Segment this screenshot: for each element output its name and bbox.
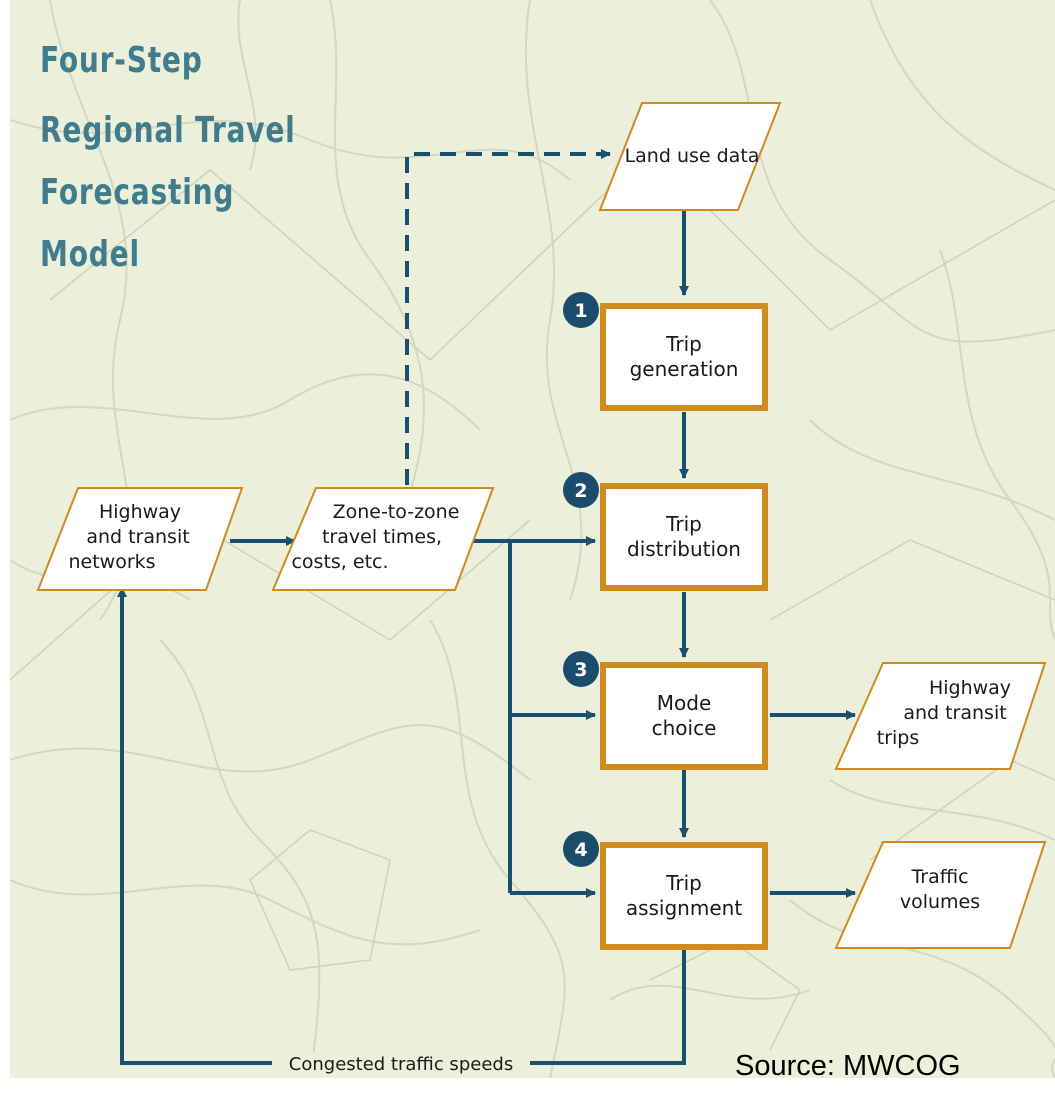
step-badge-3	[563, 651, 599, 687]
zone-to-zone-label-2: travel times,	[322, 526, 442, 548]
traffic-volumes-label-2: volumes	[900, 891, 980, 913]
node-highway-transit-networks	[36, 487, 244, 591]
step-3-label-1: Mode	[657, 691, 712, 715]
step-4-label-2: assignment	[626, 896, 742, 920]
step-badge-4	[563, 831, 599, 867]
networks-label-1: Highway	[99, 501, 181, 523]
arrow-dashed-zone-to-landuse	[405, 149, 611, 485]
flowchart: 1 2 3 4 Congested traffic speeds Land us…	[36, 102, 1047, 1077]
step-badge-1	[563, 292, 599, 328]
step-box-2	[600, 483, 768, 591]
step-3-label-2: choice	[652, 716, 717, 740]
step-number-4: 4	[574, 839, 587, 861]
feedback-label: Congested traffic speeds	[289, 1054, 513, 1075]
step-box-4	[600, 842, 768, 950]
diagram-panel: Four-Step Regional Travel Forecasting Mo…	[10, 0, 1055, 1078]
zone-to-zone-label-3: costs, etc.	[291, 551, 388, 573]
title-line-4: Model	[40, 234, 140, 275]
step-1-label-1: Trip	[665, 332, 702, 356]
step-1-label-2: generation	[630, 357, 739, 381]
title-line-2: Regional Travel	[40, 110, 296, 151]
title-line-1: Four-Step	[40, 40, 203, 81]
zone-to-zone-label-1: Zone-to-zone	[333, 501, 460, 523]
line-feedback-from-assignment	[530, 950, 686, 1065]
step-box-1	[600, 303, 768, 411]
networks-label-2: and transit	[86, 526, 189, 548]
node-traffic-volumes	[834, 841, 1047, 949]
step-box-3	[600, 662, 768, 770]
step-number-3: 3	[574, 659, 587, 681]
title-line-3: Forecasting	[40, 172, 235, 213]
node-zone-to-zone	[271, 487, 495, 591]
step-2-label-2: distribution	[627, 537, 741, 561]
trips-label-3: trips	[877, 727, 920, 749]
node-land-use-data	[598, 102, 782, 211]
arrow-feedback-to-networks	[117, 587, 272, 1065]
step-number-2: 2	[574, 480, 587, 502]
traffic-volumes-label-1: Traffic	[910, 866, 968, 888]
step-4-label-1: Trip	[665, 871, 702, 895]
land-use-label: Land use data	[625, 145, 760, 167]
networks-label-3: networks	[68, 551, 155, 573]
source-credit: Source: MWCOG	[735, 1050, 961, 1082]
trips-label-1: Highway	[929, 677, 1011, 699]
node-highway-transit-trips	[834, 662, 1047, 770]
trips-label-2: and transit	[903, 702, 1006, 724]
feedback-label-mask	[280, 1052, 522, 1077]
step-badge-2	[563, 472, 599, 508]
step-2-label-1: Trip	[665, 512, 702, 536]
step-number-1: 1	[574, 300, 587, 322]
